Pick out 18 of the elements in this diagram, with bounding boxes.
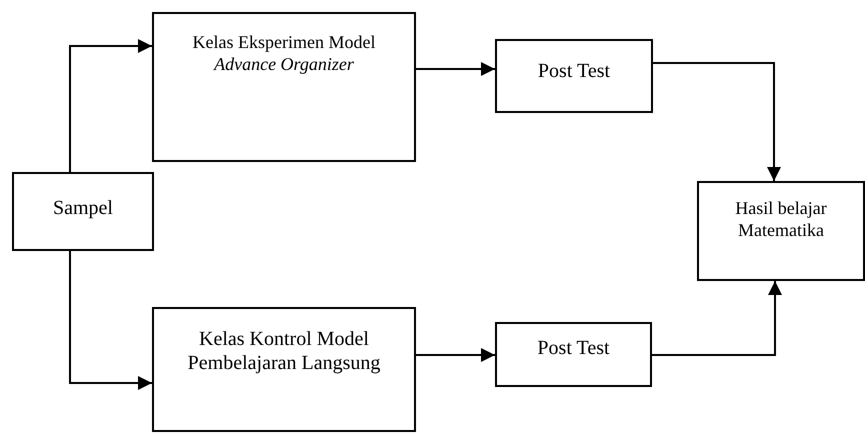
group-box [152,307,416,432]
process-box [495,322,652,387]
process-box [495,39,653,113]
node-label: Kelas Eksperimen Model Advance Organizer [192,32,376,76]
result-box [697,181,865,281]
arrow [69,251,152,390]
sample-box [12,172,154,251]
node-label: Post Test [536,336,611,360]
node-label: Hasil belajar Matematika [734,198,828,242]
arrow [69,39,152,172]
arrow [416,62,495,76]
arrow [416,348,495,362]
group-box [152,12,416,162]
arrow [653,62,781,181]
node-label: Kelas Kontrol Model Pembelajaran Langsung [186,327,382,375]
node-label: Post Test [536,59,612,83]
arrow [652,281,782,356]
node-label: Sampel [52,196,114,220]
